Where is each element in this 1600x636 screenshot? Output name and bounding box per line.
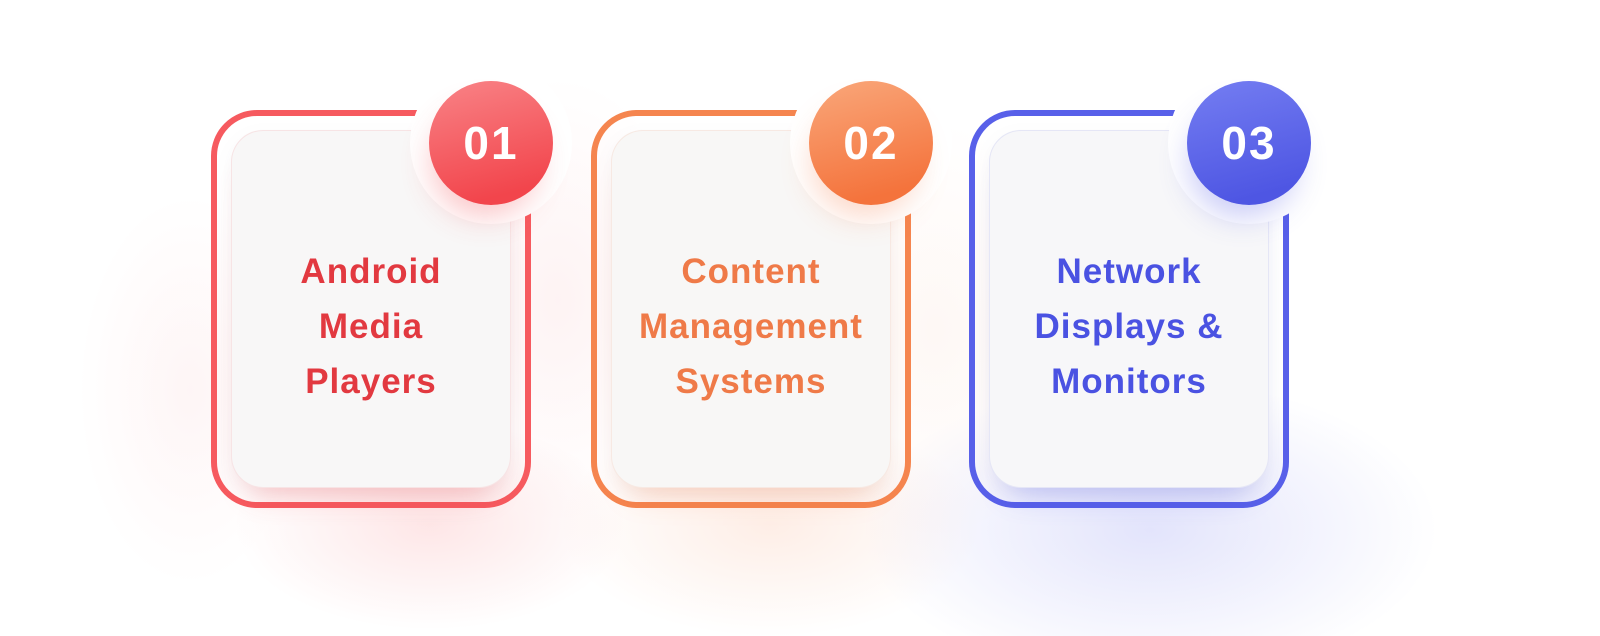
card-outline [969,110,1289,508]
card-body: Android Media Players [231,130,511,488]
badge-circle: 01 [429,81,553,205]
step-card-3: Network Displays & Monitors 03 [969,62,1330,508]
badge-number: 01 [463,117,519,169]
step-card-1: Android Media Players 01 [211,62,572,508]
badge-circle: 02 [809,81,933,205]
card-title: Android Media Players [300,251,442,401]
badge-number: 02 [843,117,899,169]
badge-number: 03 [1221,117,1277,169]
step-card-2: Content Management Systems 02 [591,62,952,508]
badge-circle: 03 [1187,81,1311,205]
card-title: Network Displays & Monitors [1034,251,1224,401]
card-outline [591,110,911,508]
card-outline [211,110,531,508]
card-title: Content Management Systems [639,251,863,401]
